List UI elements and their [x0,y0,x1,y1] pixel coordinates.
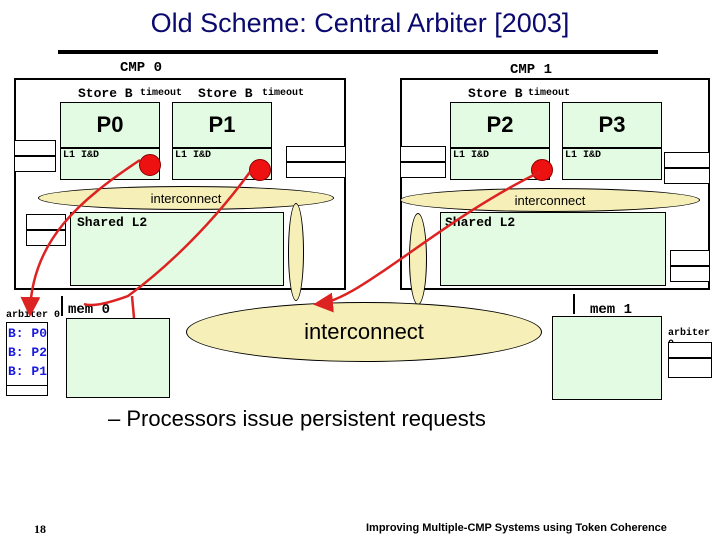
cmp0-shared-l2: Shared L2 [70,212,284,286]
processor-p0: P0 [60,102,160,148]
cmp1-edge-slot [400,146,446,162]
timeout-label-p1: timeout [262,88,305,99]
mem1-box [552,316,662,400]
store-b-label-p1: Store B [198,86,253,101]
mem0-label: mem 0 [68,302,111,318]
arbiter-0-queue-tail [6,386,48,396]
cmp0-edge-slot [14,140,56,156]
cmp1-edge-slot [664,152,710,168]
store-b-label-p2: Store B [468,86,523,101]
timeout-label-p0: timeout [140,88,183,99]
l1-cache-p3: L1 I&D [562,148,662,180]
request-dot-p0 [139,154,161,176]
queue-entry: B: P1 [8,364,48,379]
bullet-text: – Processors issue persistent requests [108,406,486,431]
page-number: 18 [34,522,46,536]
l2-edge-slot [670,266,710,282]
cmp1-interconnect: interconnect [400,188,700,212]
cmp1-chip [400,78,710,290]
mem1-edge-slot [668,358,712,378]
queue-entry: B: P0 [8,326,48,341]
request-dot-p1 [249,159,271,181]
cmp0-edge-slot [286,162,346,178]
off-chip-interconnect: interconnect [186,302,542,362]
timeout-label-p2: timeout [528,88,571,99]
title-rule [58,50,658,54]
cmp1-edge-slot [664,168,710,184]
cmp0-edge-slot [14,156,56,172]
mem1-label: mem 1 [590,302,633,318]
cmp1-label: CMP 1 [510,62,553,78]
mem0-box [66,318,170,398]
request-arrow-p2 [313,170,541,313]
cmp0-chip [14,78,346,290]
request-dot-p2 [531,159,553,181]
l1-cache-p0: L1 I&D [60,148,160,180]
l2-edge-slot [670,250,710,266]
slide-title: Old Scheme: Central Arbiter [2003] [150,8,570,38]
request-arrow-p0 [20,158,141,317]
queue-entry: B: P2 [8,345,48,360]
cmp1-edge-slot [400,162,446,178]
request-arrow-p1-tail [130,295,136,319]
processor-p3: P3 [562,102,662,148]
processor-p2: P2 [450,102,550,148]
cmp0-link-oval [288,203,304,301]
cmp0-label: CMP 0 [120,60,163,76]
cmp1-shared-l2: Shared L2 [440,212,666,286]
processor-p1: P1 [172,102,272,148]
arbiter-0-queue [6,322,48,386]
request-arrow-p1 [83,171,252,307]
footer-text: Improving Multiple-CMP Systems using Tok… [366,522,667,534]
cmp0-edge-slot [286,146,346,162]
mem1-edge-slot [668,342,712,358]
store-b-label-p0: Store B [78,86,133,101]
